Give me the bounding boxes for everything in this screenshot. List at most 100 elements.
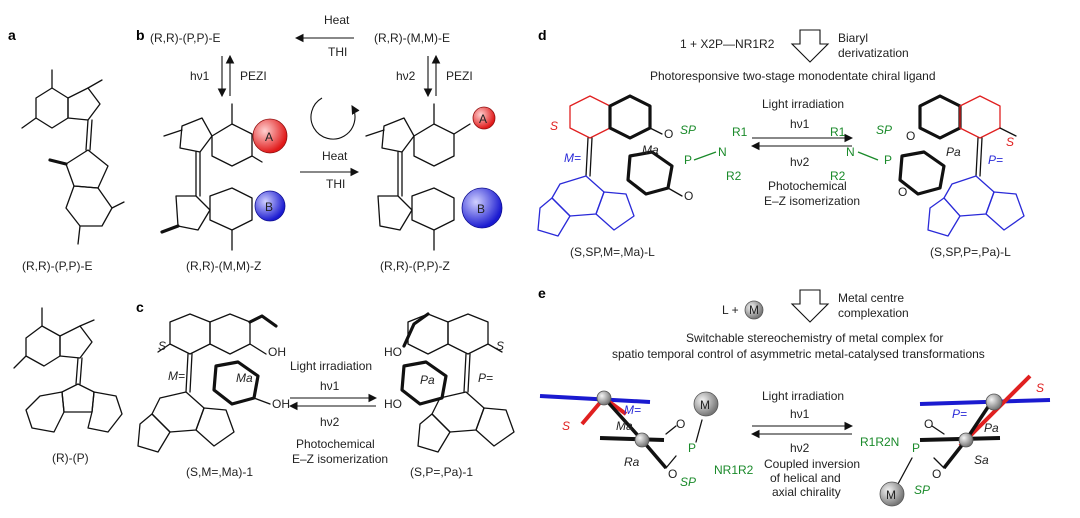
panel-d-down-arrow (790, 29, 830, 63)
panel-b-thi-mid: THI (326, 177, 345, 191)
panel-d-left-m-eq: M= (564, 151, 581, 165)
panel-c-hv1: hν1 (320, 379, 340, 393)
panel-letter-b: b (136, 27, 145, 43)
panel-e-left-metal-label: M (700, 398, 710, 412)
panel-e-right-p-eq: P= (952, 407, 967, 421)
panel-a-molecule-top (21, 69, 125, 245)
panel-e-left-o1: O (676, 417, 685, 431)
panel-e-coupled1: Coupled inversion (764, 457, 860, 471)
panel-b-heat-mid: Heat (322, 149, 348, 163)
panel-letter-e: e (538, 285, 546, 301)
panel-e-right-sa: Sa (974, 453, 989, 467)
panel-b-ball-b-left-label: B (265, 200, 273, 214)
panel-d-right-r1: R1 (830, 125, 846, 139)
panel-d-left-r2: R2 (726, 169, 742, 183)
panel-d-photo1: Photochemical (768, 179, 847, 193)
panel-e-coupled2: of helical and (770, 471, 841, 485)
panel-b-ball-b-left (254, 190, 286, 222)
panel-e-left-s: S (562, 419, 570, 433)
panel-d-hv2: hν2 (790, 155, 810, 169)
panel-b-heat-top: Heat (324, 13, 350, 27)
panel-b-pezi-right: PEZI (446, 69, 473, 83)
panel-d-left-n: N (718, 145, 727, 159)
panel-d-left-sp: SP (680, 123, 696, 137)
panel-d-right-p: P (884, 153, 892, 167)
panel-e-light: Light irradiation (762, 389, 844, 403)
panel-c-left-s: S (158, 339, 166, 353)
panel-a-molecule-bottom (13, 307, 123, 433)
panel-e-left-ra: Ra (624, 455, 640, 469)
panel-b-bottom-left-label: (R,R)-(M,M)-Z (186, 259, 261, 273)
panel-e-coupled3: axial chirality (772, 485, 841, 499)
panel-e-right-o2: O (932, 467, 941, 481)
panel-d-right-pa: Pa (946, 145, 961, 159)
panel-c-left-m-eq: M= (168, 369, 185, 383)
panel-e-right-s: S (1036, 381, 1044, 395)
panel-e-title1: Switchable stereochemistry of metal comp… (686, 331, 943, 345)
panel-e-left-o2: O (668, 467, 677, 481)
panel-e-left-ma: Ma (616, 419, 633, 433)
panel-c-left-ma: Ma (236, 371, 253, 385)
panel-c-light: Light irradiation (290, 359, 372, 373)
panel-c-right-p-eq: P= (478, 371, 493, 385)
panel-d-right-r2: R2 (830, 169, 846, 183)
panel-d-left-r1: R1 (732, 125, 748, 139)
panel-e-hv1: hν1 (790, 407, 810, 421)
panel-letter-a: a (8, 27, 16, 43)
panel-e-complex-right (919, 374, 1051, 470)
panel-d-right-s: S (1006, 135, 1014, 149)
panel-c-right-ho-bottom: HO (384, 397, 402, 411)
panel-e-right-metal (879, 481, 905, 507)
panel-d-left-s: S (550, 119, 558, 133)
panel-d-ligand-left (537, 94, 683, 237)
panel-b-ball-a-right-label: A (479, 112, 487, 126)
panel-c-hv2: hν2 (320, 415, 340, 429)
panel-d-left-o2: O (684, 189, 693, 203)
panel-e-right-rrn: R1R2N (860, 435, 899, 449)
panel-b-top-left-label: (R,R)-(P,P)-E (150, 31, 220, 45)
panel-e-reagent: L + (722, 303, 739, 317)
panel-d-photo2: E–Z isomerization (764, 194, 860, 208)
panel-d-biaryl1: Biaryl (838, 31, 868, 45)
panel-d-right-n: N (846, 145, 855, 159)
panel-e-right-metal-label: M (886, 488, 896, 502)
panel-d-right-p-eq: P= (988, 153, 1003, 167)
panel-c-molecule-left: OH OH (137, 313, 290, 453)
panel-c-photo2: E–Z isomerization (292, 452, 388, 466)
panel-e-complex-left (539, 390, 677, 470)
panel-d-right-o1: O (906, 129, 915, 143)
panel-e-title2: spatio temporal control of asymmetric me… (612, 347, 985, 361)
panel-e-left-pm-bond (695, 419, 703, 443)
panel-c-left-oh-bottom: OH (272, 397, 290, 411)
panel-d-left-pn-bond (693, 151, 717, 161)
panel-e-centre1: Metal centre (838, 291, 904, 305)
panel-d-right-o2: O (898, 185, 907, 199)
panel-c-right-s: S (496, 339, 504, 353)
panel-c-right-label: (S,P=,Pa)-1 (410, 465, 473, 479)
panel-e-down-arrow (790, 289, 830, 323)
panel-d-left-o1: O (664, 127, 673, 141)
panel-e-metal-top (744, 300, 764, 320)
panel-e-hv2: hν2 (790, 441, 810, 455)
panel-letter-d: d (538, 27, 547, 43)
panel-c-photo1: Photochemical (296, 437, 375, 451)
panel-e-left-m-eq: M= (624, 403, 641, 417)
panel-b-ball-b-right (461, 187, 503, 229)
panel-e-right-pa: Pa (984, 421, 999, 435)
panel-e-left-nr: NR1R2 (714, 463, 754, 477)
panel-b-molecule-left (160, 103, 263, 251)
panel-b-top-right-label: (R,R)-(M,M)-E (374, 31, 450, 45)
panel-b-cycle-arrow (310, 97, 360, 140)
panel-b-ball-a-left (252, 118, 288, 154)
panel-b-ball-a-left-label: A (265, 130, 273, 144)
panel-c-right-pa: Pa (420, 373, 435, 387)
panel-b-pezi-left: PEZI (240, 69, 267, 83)
panel-d-right-label: (S,SP,P=,Pa)-L (930, 245, 1011, 259)
panel-d-ligand-right (898, 94, 1025, 237)
panel-letter-c: c (136, 299, 144, 315)
panel-e-right-o1: O (924, 417, 933, 431)
panel-d-right-pn-bond (857, 151, 879, 161)
panel-e-right-p: P (912, 441, 920, 455)
